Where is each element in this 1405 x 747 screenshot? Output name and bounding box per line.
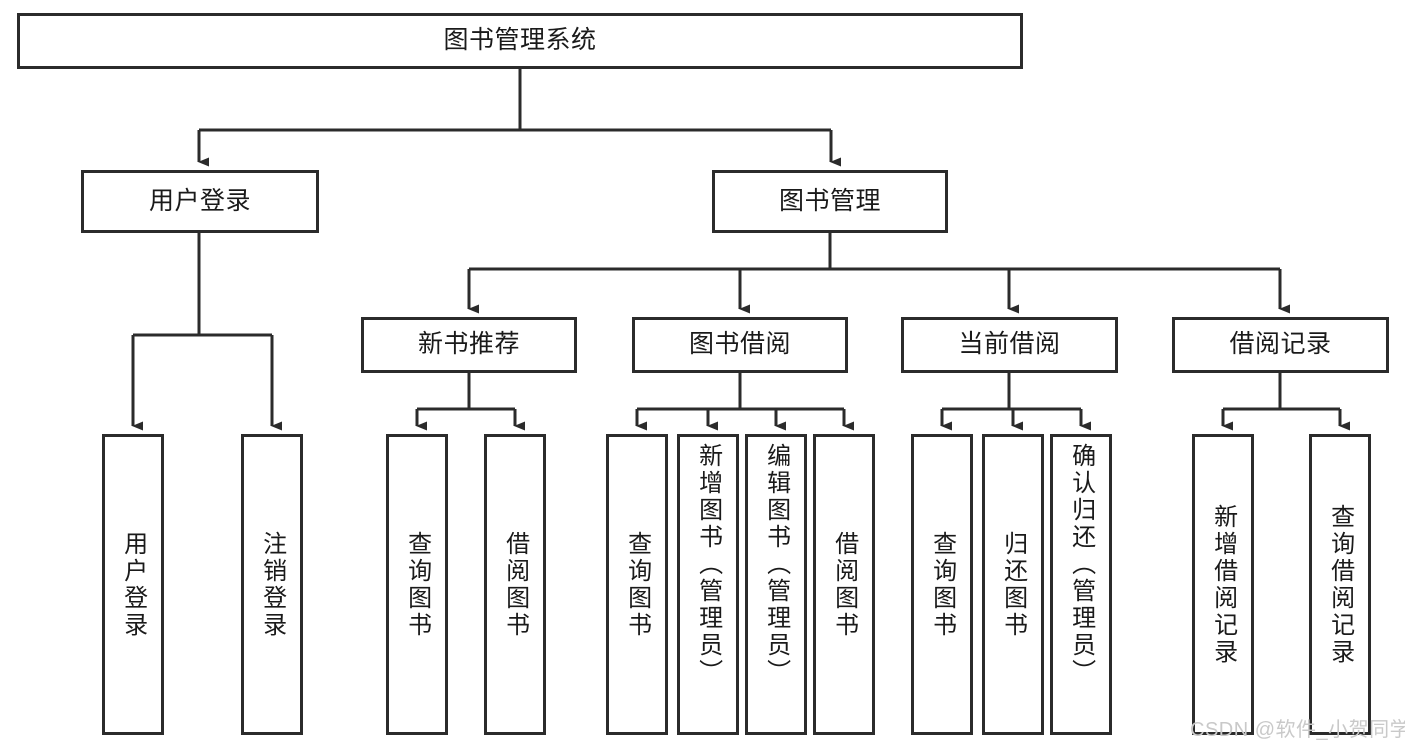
leaf-user-login[interactable]: 用户登录 [102,434,164,735]
node-label: 编辑图书（管理员） [762,443,790,686]
node-label: 图书管理 [778,186,881,215]
node-user-login[interactable]: 用户登录 [81,170,319,233]
node-label: 归还图书 [999,530,1027,639]
node-label: 确认归还（管理员） [1067,443,1095,686]
node-label: 注销登录 [258,530,286,639]
node-borrow-record[interactable]: 借阅记录 [1172,317,1389,373]
node-label: 当前借阅 [958,330,1061,359]
leaf-query-book-recommend[interactable]: 查询图书 [386,434,448,735]
node-label: 借阅图书 [501,530,529,639]
node-label: 用户登录 [119,530,147,639]
node-label: 图书借阅 [688,330,791,359]
node-label: 新书推荐 [417,330,520,359]
node-label: 新增图书（管理员） [694,443,722,686]
node-label: 借阅记录 [1229,330,1332,359]
node-book-borrow[interactable]: 图书借阅 [632,317,848,373]
leaf-return-book[interactable]: 归还图书 [982,434,1044,735]
leaf-confirm-return-admin[interactable]: 确认归还（管理员） [1050,434,1112,735]
node-label: 查询图书 [403,530,431,639]
node-label: 查询图书 [928,530,956,639]
leaf-borrow-book-recommend[interactable]: 借阅图书 [484,434,546,735]
node-book-management[interactable]: 图书管理 [712,170,948,233]
node-label: 借阅图书 [830,530,858,639]
leaf-query-borrow-record[interactable]: 查询借阅记录 [1309,434,1371,735]
leaf-add-book-admin[interactable]: 新增图书（管理员） [677,434,739,735]
leaf-query-book-borrow[interactable]: 查询图书 [606,434,668,735]
node-label: 查询图书 [623,530,651,639]
node-root-system[interactable]: 图书管理系统 [17,13,1023,69]
node-label: 新增借阅记录 [1209,503,1237,666]
leaf-edit-book-admin[interactable]: 编辑图书（管理员） [745,434,807,735]
leaf-borrow-book[interactable]: 借阅图书 [813,434,875,735]
node-label: 用户登录 [148,186,251,215]
leaf-add-borrow-record[interactable]: 新增借阅记录 [1192,434,1254,735]
leaf-query-book-current[interactable]: 查询图书 [911,434,973,735]
node-new-book-recommend[interactable]: 新书推荐 [361,317,577,373]
node-label: 查询借阅记录 [1326,503,1354,666]
leaf-logout[interactable]: 注销登录 [241,434,303,735]
node-label: 图书管理系统 [443,26,597,55]
node-current-borrow[interactable]: 当前借阅 [901,317,1118,373]
